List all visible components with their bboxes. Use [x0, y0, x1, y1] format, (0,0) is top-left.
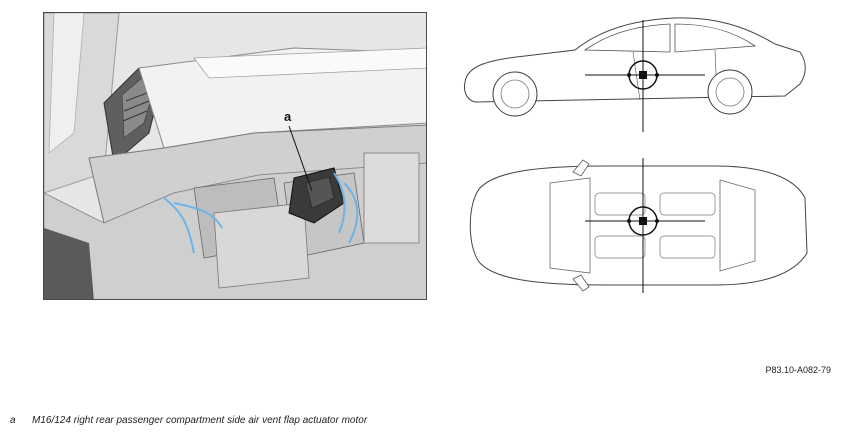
vehicle-top-view [455, 158, 815, 293]
legend: a M16/124 right rear passenger compartmen… [10, 415, 367, 426]
vehicle-side-view [455, 12, 815, 137]
callout-label-a: a [284, 109, 292, 124]
detail-illustration [43, 12, 427, 300]
legend-key: a [10, 415, 16, 426]
figure-code: P83.10-A082-79 [765, 365, 831, 375]
legend-text: M16/124 right rear passenger compartment… [32, 415, 368, 426]
